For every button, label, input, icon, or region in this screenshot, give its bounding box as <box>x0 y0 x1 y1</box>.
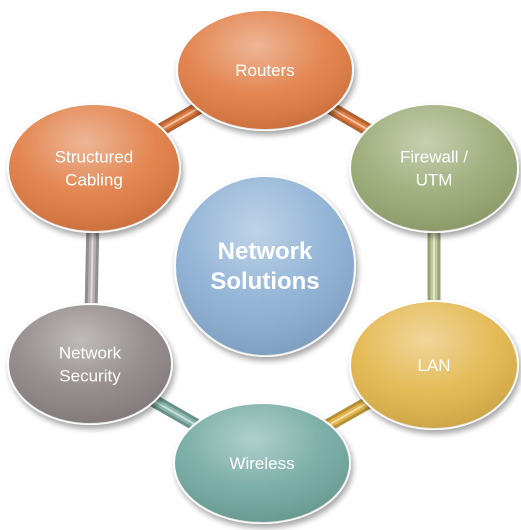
node-routers-label: Routers <box>235 61 295 80</box>
node-lan: LAN <box>349 300 519 430</box>
node-network-security-label-line: Security <box>59 367 121 386</box>
node-wireless: Wireless <box>173 402 351 524</box>
node-lan-label: LAN <box>417 356 450 375</box>
node-firewall-utm: Firewall / UTM <box>349 103 519 233</box>
node-firewall-utm-label-line: Firewall / <box>400 148 468 167</box>
center-hub-label-line: Network <box>218 238 313 265</box>
node-structured-cabling-label-line: Cabling <box>65 171 123 190</box>
center-hub-label-line: Solutions <box>210 268 319 295</box>
node-routers: Routers <box>176 9 354 131</box>
node-network-security-gloss <box>8 304 172 424</box>
node-wireless-label: Wireless <box>229 454 294 473</box>
node-lan-gloss <box>350 301 518 429</box>
center-hub-gloss <box>175 176 355 356</box>
node-wireless-label-line: Wireless <box>229 454 294 473</box>
node-firewall-utm-label: Firewall / UTM <box>400 148 468 190</box>
node-structured-cabling-label-line: Structured <box>55 148 133 167</box>
node-network-security-label-line: Network <box>59 344 122 363</box>
node-routers-gloss <box>177 10 353 130</box>
node-wireless-gloss <box>174 403 350 523</box>
node-routers-label-line: Routers <box>235 61 295 80</box>
node-structured-cabling-gloss <box>8 104 180 232</box>
node-firewall-utm-gloss <box>350 104 518 232</box>
node-lan-label-line: LAN <box>417 356 450 375</box>
node-firewall-utm-label-line: UTM <box>416 171 453 190</box>
